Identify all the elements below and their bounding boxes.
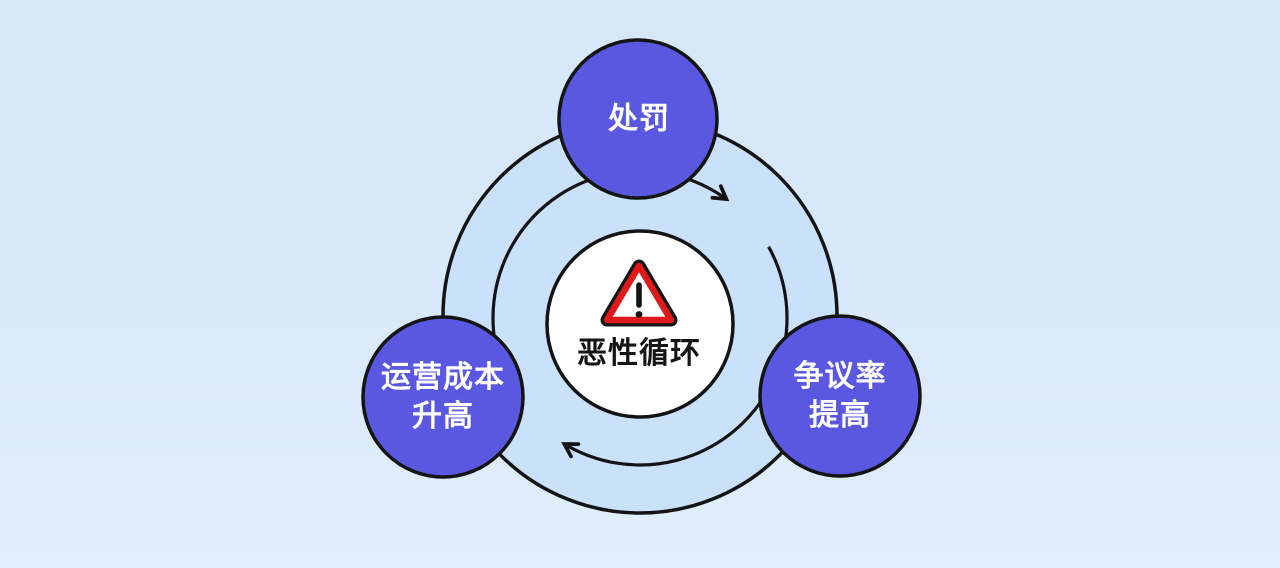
node-operating-cost-circle — [361, 315, 525, 479]
node-penalty-label-line: 处罚 — [608, 102, 670, 136]
node-dispute-rate-label-line2: 提高 — [809, 399, 871, 432]
node-operating-cost-label-line2: 升高 — [412, 400, 474, 433]
node-dispute-rate-label-line1: 争议率 — [793, 360, 887, 393]
node-penalty-circle — [557, 38, 719, 200]
node-operating-cost-label-line1: 运营成本 — [381, 361, 505, 394]
center-circle-label: 恶性循环 — [577, 337, 701, 371]
flow-arrow-right-to-left — [561, 390, 769, 467]
warning-icon — [600, 259, 678, 327]
node-operating-cost-label: 运营成本 升高 — [381, 358, 505, 436]
node-penalty-label: 处罚 — [608, 100, 670, 139]
center-circle-label-text: 恶性循环 — [577, 337, 701, 370]
node-dispute-rate-circle — [758, 314, 922, 478]
node-dispute-rate-label: 争议率 提高 — [794, 357, 887, 435]
